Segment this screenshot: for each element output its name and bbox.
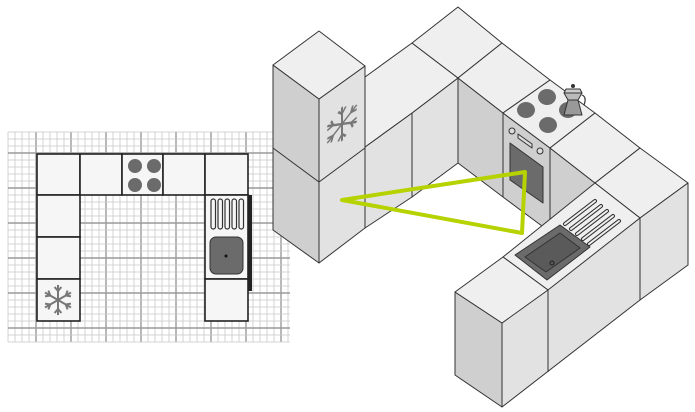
- drainer-rib-inner: [570, 205, 602, 230]
- burner-icon: [128, 178, 142, 192]
- drain-icon: [224, 254, 228, 258]
- plan-cabinet: [36, 153, 81, 196]
- drainer-rib: [217, 198, 224, 230]
- drainer-rib-inner: [588, 220, 620, 245]
- snowflake-arm: [341, 104, 358, 125]
- coffee-pot-handle: [581, 94, 586, 106]
- plan-wall-strip: [248, 195, 252, 291]
- snowflake-branch: [65, 302, 72, 306]
- snowflake-arm: [44, 299, 59, 309]
- sink-basin: [524, 232, 581, 273]
- snowflake-arm: [44, 291, 59, 301]
- fridge-divider: [272, 147, 366, 183]
- drainer-rib-inner: [582, 215, 614, 240]
- burner-icon: [147, 178, 161, 192]
- snowflake-branch: [64, 290, 69, 296]
- drain-icon: [549, 260, 555, 266]
- drainer-rib: [238, 198, 245, 230]
- plan-cabinet: [36, 194, 81, 238]
- snowflake-branch: [350, 116, 357, 124]
- oven-display: [517, 133, 533, 149]
- burner-icon: [147, 159, 161, 173]
- snowflake-arm: [57, 291, 72, 301]
- drainer-rib: [224, 198, 231, 230]
- snowflake-branch: [327, 124, 334, 132]
- cabinet-top: [454, 256, 549, 324]
- snowflake-branch: [337, 110, 343, 115]
- knob-icon: [536, 147, 544, 155]
- snowflake-arm: [57, 299, 72, 309]
- coffee-pot-knob: [571, 84, 575, 88]
- drainer-rib-inner: [576, 210, 608, 235]
- burner-icon: [517, 102, 535, 118]
- snowflake-icon: [44, 285, 72, 315]
- snowflake-arm: [326, 122, 343, 128]
- work-triangle: [340, 170, 527, 235]
- snowflake-arm: [341, 120, 358, 126]
- drainer-rib-inner: [564, 200, 596, 225]
- snowflake-branch: [57, 308, 63, 314]
- snowflake-branch: [44, 294, 51, 298]
- coffee-pot-icon: [563, 84, 586, 116]
- plan-cabinet: [204, 153, 249, 196]
- plan-cabinet: [204, 278, 249, 322]
- coffee-pot-base: [563, 99, 583, 116]
- snowflake-branch: [349, 105, 354, 113]
- snowflake-branch: [341, 133, 347, 138]
- plan-cabinet: [36, 236, 81, 280]
- fridge-top: [272, 30, 366, 100]
- drainer-rib: [231, 198, 238, 230]
- snowflake-arm: [326, 123, 343, 144]
- burner-icon: [128, 159, 142, 173]
- fridge-side: [272, 64, 320, 264]
- burner-icon: [538, 89, 556, 105]
- coffee-pot-lid: [563, 88, 583, 94]
- knob-icon: [508, 127, 516, 135]
- drainer-rib: [210, 198, 217, 230]
- burner-icon: [539, 117, 557, 133]
- snowflake-branch: [330, 135, 335, 143]
- isometric-view: [272, 6, 689, 408]
- snowflake-branch: [53, 286, 59, 292]
- plan-cabinet: [162, 153, 206, 196]
- plan-cabinet: [79, 153, 123, 196]
- snowflake-icon: [326, 104, 358, 144]
- floor-plan: [7, 131, 290, 343]
- snowflake-branch: [47, 304, 52, 310]
